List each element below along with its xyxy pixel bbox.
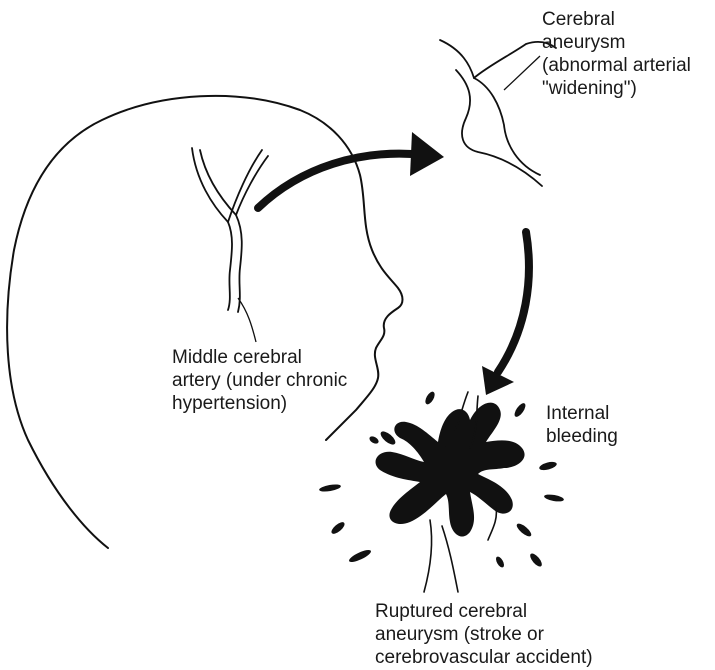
internal-bleeding-label: Internal bleeding [546,402,618,448]
middle-cerebral-artery-label: Middle cerebral artery (under chronic hy… [172,346,347,415]
mca-label-line: hypertension) [172,392,347,415]
aneurysm-label-line: (abnormal arterial [542,54,691,77]
aneurysm-sketch [440,40,556,186]
rupture-blot [376,403,525,537]
aneurysm-label-line: "widening") [542,77,691,100]
ruptured-label-line: aneurysm (stroke or [375,623,593,646]
ruptured-label-line: Ruptured cerebral [375,600,593,623]
ruptured-aneurysm-label: Ruptured cerebral aneurysm (stroke or ce… [375,600,593,669]
arrow-to-aneurysm [258,132,444,208]
bleeding-label-line: Internal [546,402,618,425]
aneurysm-label-line: aneurysm [542,31,691,54]
arrow-to-rupture [482,232,529,395]
mca-label-line: artery (under chronic [172,369,347,392]
aneurysm-leader-line [504,56,540,90]
bleeding-label-line: bleeding [546,425,618,448]
ruptured-label-line: cerebrovascular accident) [375,646,593,669]
middle-cerebral-artery [192,148,268,312]
artery-leader-line [238,298,256,342]
aneurysm-label-line: Cerebral [542,8,691,31]
mca-label-line: Middle cerebral [172,346,347,369]
aneurysm-label: Cerebral aneurysm (abnormal arterial "wi… [542,8,691,100]
